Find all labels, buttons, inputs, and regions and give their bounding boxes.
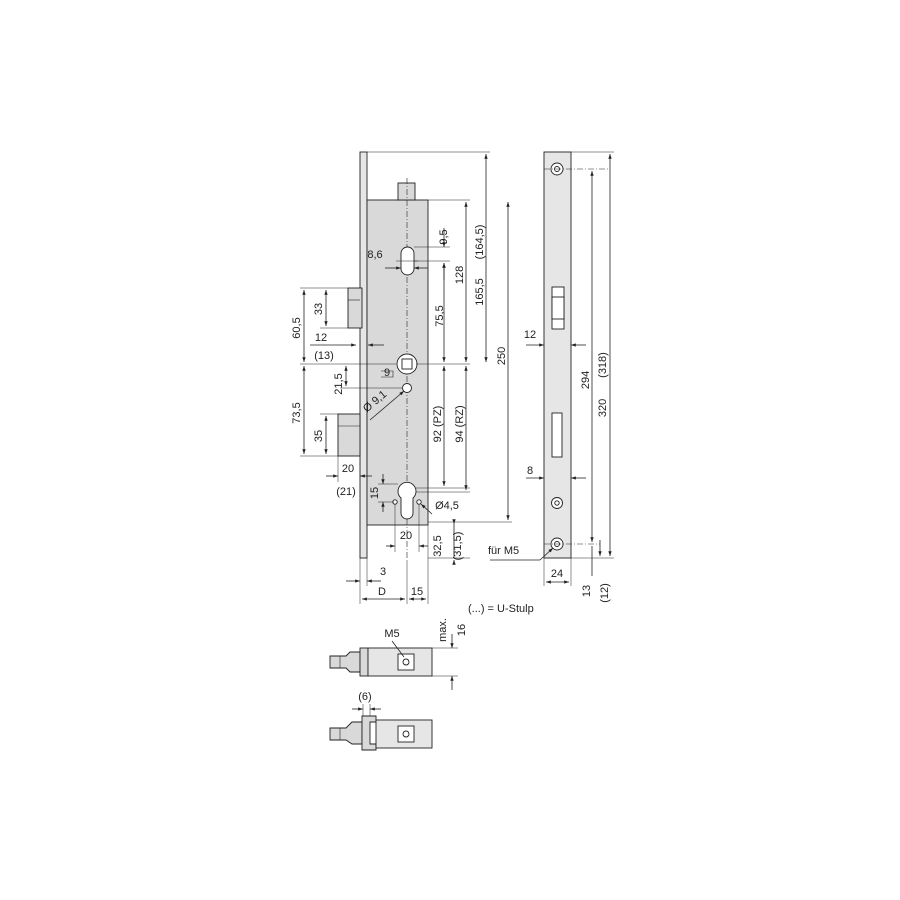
label-6: (6): [358, 691, 371, 703]
dim-side-294: 294: [580, 371, 592, 389]
dim-9: 9: [384, 367, 390, 379]
dim-9-5: 9,5: [438, 229, 450, 244]
faceplate-side: [543, 151, 572, 559]
label-16: 16: [456, 624, 468, 636]
bolt-detail-2: (6): [329, 691, 433, 751]
dim-D: D: [378, 586, 386, 598]
dim-128: 128: [454, 266, 466, 284]
side-view: 12 8 294 320 (318) für M5 24 13 (12): [488, 151, 614, 603]
dim-92-pz: 92 (PZ): [432, 406, 444, 443]
dim-side-24: 24: [551, 568, 563, 580]
dim-33: 33: [313, 303, 325, 315]
dim-15-screw: 15: [369, 487, 381, 499]
dim-12-latch: 12: [315, 332, 327, 344]
dim-side-12: 12: [524, 329, 536, 341]
dim-60-5: 60,5: [291, 317, 303, 338]
dim-20-bolt: 20: [342, 463, 354, 475]
top-bolt-stub: [397, 182, 416, 201]
dim-31-5: (31,5): [452, 532, 464, 561]
dim-164-5: (164,5): [474, 225, 486, 260]
screw-hole-right: [416, 499, 422, 505]
dim-side-320: 320: [597, 399, 609, 417]
dim-side-8: 8: [527, 465, 533, 477]
dim-13-latch: (13): [314, 350, 334, 362]
legend-u-stulp: (...) = U-Stulp: [468, 603, 534, 615]
dim-250: 250: [496, 347, 508, 365]
dead-bolt: [337, 413, 361, 457]
dim-8-6: 8,6: [367, 249, 382, 261]
note-fuer-m5: für M5: [488, 545, 519, 557]
label-max: max.: [437, 618, 449, 642]
dim-side-13: 13: [581, 585, 593, 597]
dim-32-5: 32,5: [432, 535, 444, 556]
dim-73-5: 73,5: [291, 402, 303, 423]
dim-15-bottom: 15: [411, 586, 423, 598]
dim-3: 3: [380, 566, 386, 578]
dim-20-screw: 20: [400, 530, 412, 542]
bolt-detail-1: M5 max. 16: [329, 618, 468, 690]
dim-94-rz: 94 (RZ): [454, 405, 466, 442]
dim-75-5: 75,5: [434, 305, 446, 326]
dim-side-318: (318): [597, 352, 609, 378]
faceplate-front: [359, 151, 368, 559]
dim-side-12b: (12): [599, 583, 611, 603]
cylinder-hole: [397, 481, 417, 520]
bolt-slot: [551, 412, 563, 458]
front-view: 9,5 75,5 128 165,5 (164,5) 250 92 (PZ) 9…: [291, 151, 534, 615]
latch-bolt: [347, 287, 363, 329]
small-hole: [402, 383, 412, 393]
dim-21-bolt: (21): [336, 486, 356, 498]
label-m5: M5: [384, 628, 399, 640]
dim-165-5: 165,5: [474, 278, 486, 306]
dim-21-5: 21,5: [333, 373, 345, 394]
dim-35: 35: [313, 430, 325, 442]
dim-dia-4-5: Ø4,5: [435, 500, 459, 512]
